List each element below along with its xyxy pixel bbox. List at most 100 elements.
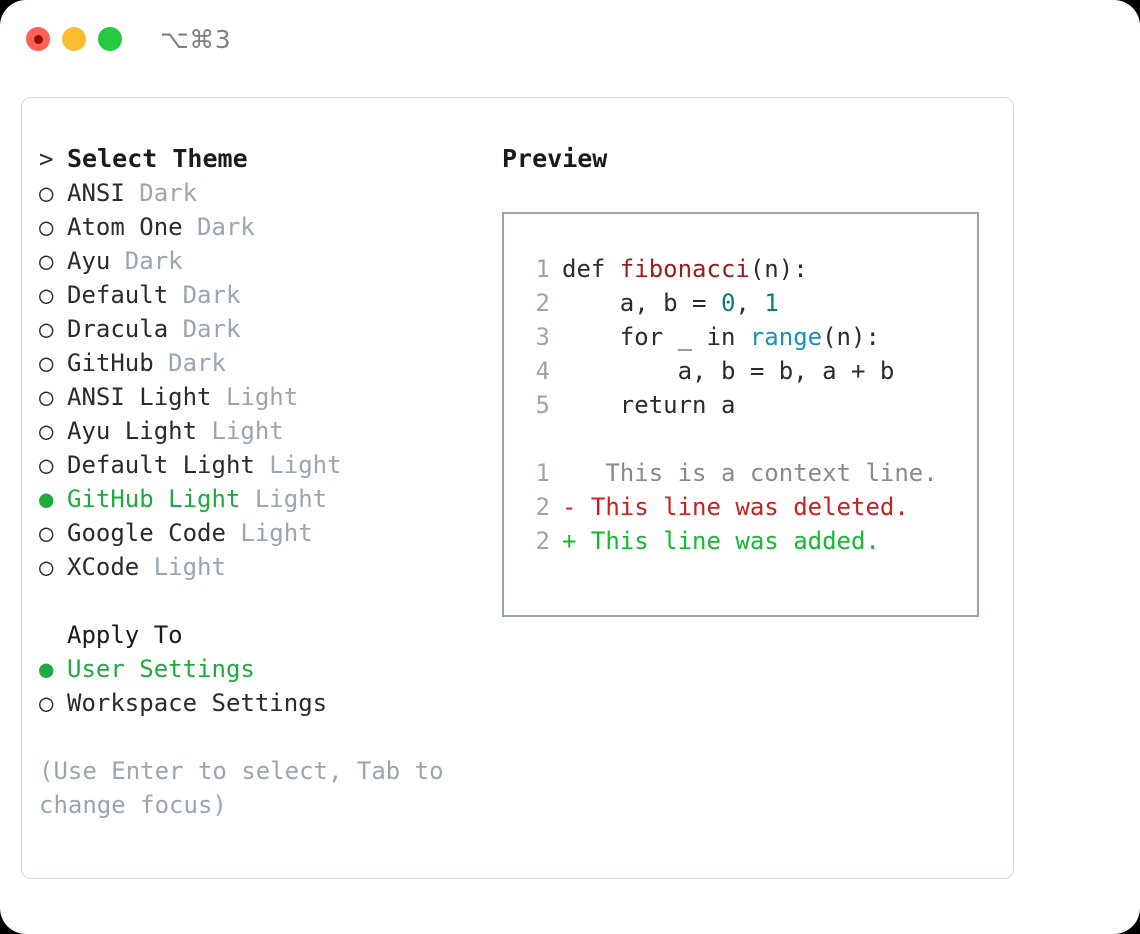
radio-empty-icon[interactable]: ○ [39, 383, 54, 411]
select-theme-header: > Select Theme [39, 142, 484, 176]
content-panel: > Select Theme ○ANSI Dark○Atom One Dark○… [21, 97, 1014, 879]
theme-option-variant: Light [211, 383, 299, 411]
radio-selected-icon[interactable]: ● [39, 655, 54, 683]
diff-line-number: 1 [535, 459, 550, 487]
theme-option-label: ANSI [67, 179, 125, 207]
radio-empty-icon[interactable]: ○ [39, 689, 54, 717]
radio-empty-icon[interactable]: ○ [39, 349, 54, 377]
apply-to-option-label: Workspace Settings [67, 689, 328, 717]
theme-option-label: ANSI Light [67, 383, 212, 411]
theme-list: ○ANSI Dark○Atom One Dark○Ayu Dark○Defaul… [39, 176, 484, 584]
theme-option[interactable]: ○ Default Dark [39, 278, 484, 312]
code-line-content: for _ in range(n): [562, 320, 880, 354]
theme-option[interactable]: ○ ANSI Dark [39, 176, 484, 210]
theme-option[interactable]: ○GitHub Dark [39, 346, 484, 380]
code-line-number: 3 [535, 323, 550, 351]
diff-sign: + [562, 527, 577, 555]
caret-right-icon: > [39, 145, 54, 173]
code-token-plain: (n): [822, 323, 880, 351]
theme-option[interactable]: ○ Google Code Light [39, 516, 484, 550]
theme-option-variant: Light [225, 519, 313, 547]
keyboard-hint: (Use Enter to select, Tab to change focu… [39, 757, 444, 819]
theme-option[interactable]: ● GitHub Light Light [39, 482, 484, 516]
code-token-num: 0 [720, 289, 736, 317]
theme-option-label: Dracula [67, 315, 169, 343]
apply-to-header: ○ Apply To [39, 618, 484, 652]
diff-line: 2- This line was deleted. [504, 490, 977, 524]
apply-to-option[interactable]: ○ Workspace Settings [39, 686, 484, 720]
diff-line-text: This line was deleted. [576, 493, 909, 521]
radio-empty-icon[interactable]: ○ [39, 315, 54, 343]
code-line-content: a, b = 0, 1 [562, 286, 779, 320]
theme-option-variant: Dark [182, 213, 255, 241]
theme-option[interactable]: ○ Default Light Light [39, 448, 484, 482]
code-token-plain: a, b = b, a + b [562, 357, 895, 385]
code-line: 2 a, b = 0, 1 [504, 286, 977, 320]
code-token-plain: for _ in [562, 323, 750, 351]
radio-empty-icon[interactable]: ○ [39, 281, 54, 309]
theme-option-variant: Dark [124, 179, 198, 207]
theme-option[interactable]: ○ Dracula Dark [39, 312, 484, 346]
apply-to-spacer: ○ [39, 618, 67, 652]
theme-option-variant: Dark [168, 281, 241, 309]
theme-option-label: GitHub Light [67, 485, 241, 513]
theme-option[interactable]: ○Atom One Dark [39, 210, 484, 244]
theme-option[interactable]: ○ ANSI Light Light [39, 380, 484, 414]
code-token-plain: a, b = [562, 289, 721, 317]
theme-option-variant: Light [197, 417, 284, 445]
theme-option-variant: Light [139, 553, 226, 581]
code-token-plain: (n): [749, 255, 808, 283]
theme-option-variant: Light [240, 485, 328, 513]
diff-line-text: This is a context line. [576, 459, 938, 487]
code-line: 3 for _ in range(n): [504, 320, 977, 354]
theme-option-variant: Dark [168, 315, 241, 343]
diff-line-number: 2 [535, 527, 550, 555]
theme-selector-column: > Select Theme ○ANSI Dark○Atom One Dark○… [22, 142, 484, 878]
keyboard-shortcut-label: ⌥⌘3 [160, 24, 232, 54]
apply-to-option-label: User Settings [67, 655, 255, 683]
code-line: 5 return a [504, 388, 977, 422]
theme-option-label: Ayu Light [67, 417, 198, 445]
code-line-number: 5 [535, 391, 550, 419]
radio-empty-icon[interactable]: ○ [39, 179, 54, 207]
code-line-content: def fibonacci(n): [562, 252, 808, 286]
diff-line-text: This line was added. [576, 527, 880, 555]
theme-option-label: Default [67, 281, 169, 309]
code-token-plain: , [735, 289, 765, 317]
theme-option-label: Google Code [67, 519, 226, 547]
radio-selected-icon[interactable]: ● [39, 485, 54, 513]
radio-empty-icon[interactable]: ○ [39, 247, 54, 275]
theme-option-label: Default Light [67, 451, 255, 479]
radio-empty-icon[interactable]: ○ [39, 417, 54, 445]
close-inner-dot [33, 34, 43, 44]
apply-to-list: ● User Settings ○ Workspace Settings [39, 652, 484, 720]
theme-option[interactable]: ○ Ayu Light Light [39, 414, 484, 448]
radio-empty-icon[interactable]: ○ [39, 451, 54, 479]
diff-sign [562, 456, 576, 490]
preview-title: Preview [502, 144, 608, 173]
title-bar: ⌥⌘3 [0, 0, 1140, 78]
radio-empty-icon[interactable]: ○ [39, 213, 54, 241]
panel-columns: > Select Theme ○ANSI Dark○Atom One Dark○… [22, 98, 1013, 878]
apply-to-option[interactable]: ● User Settings [39, 652, 484, 686]
diff-sign: - [562, 493, 577, 521]
theme-option[interactable]: ○Ayu Dark [39, 244, 484, 278]
theme-option-variant: Light [254, 451, 342, 479]
close-button-icon[interactable] [26, 27, 50, 51]
apply-to-title: Apply To [67, 621, 183, 649]
maximize-button-icon[interactable] [98, 27, 122, 51]
theme-option[interactable]: ○XCode Light [39, 550, 484, 584]
code-token-plain: return a [562, 391, 736, 419]
radio-empty-icon[interactable]: ○ [39, 519, 54, 547]
select-theme-title: Select Theme [67, 144, 248, 173]
radio-empty-icon[interactable]: ○ [39, 553, 54, 581]
apply-to-section: ○ Apply To ●User Settings○Workspace Sett… [39, 618, 484, 720]
code-line-content: a, b = b, a + b [562, 354, 895, 388]
code-line: 4 a, b = b, a + b [504, 354, 977, 388]
minimize-button-icon[interactable] [62, 27, 86, 51]
window-controls [26, 27, 122, 51]
